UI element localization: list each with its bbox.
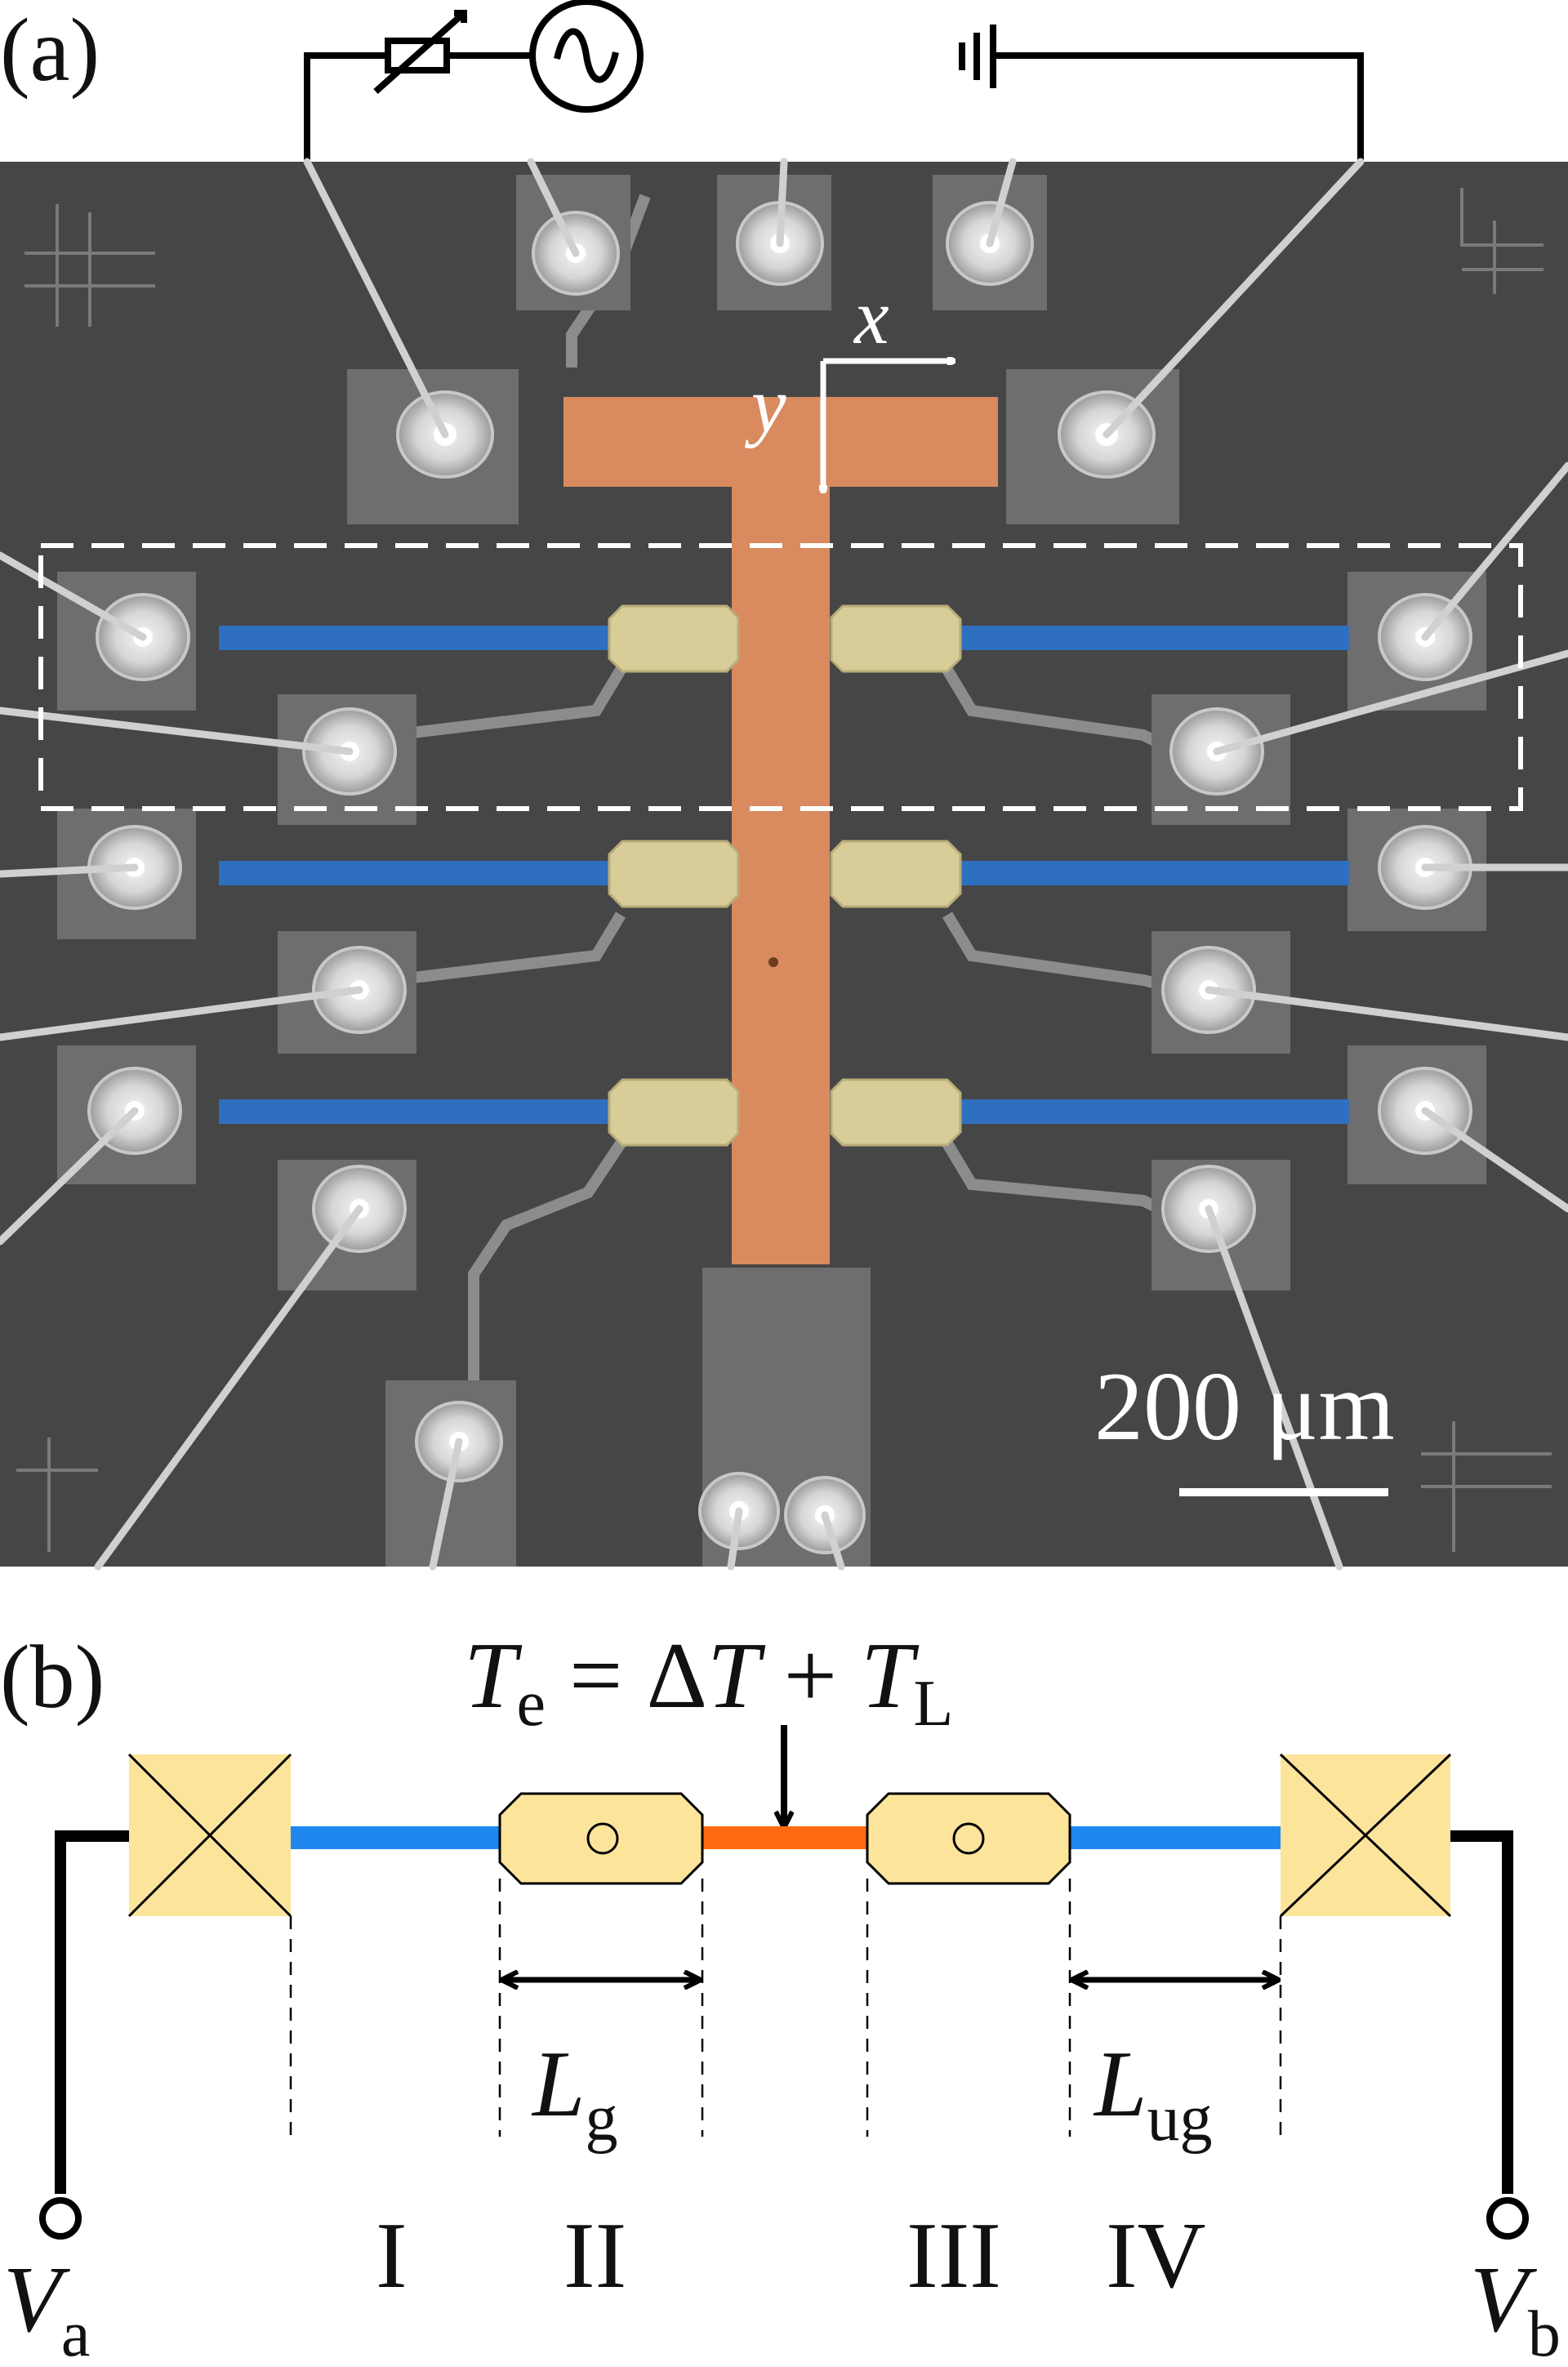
- axis-y-label: y: [744, 361, 786, 448]
- ground-wire: [993, 52, 1364, 160]
- panel-a-label: (a): [0, 0, 100, 100]
- scale-bar: [1179, 1488, 1388, 1496]
- scale-bar-label: 200 μm: [1094, 1352, 1395, 1460]
- axis-x-label: x: [853, 273, 889, 360]
- nanowires: [219, 626, 1349, 1124]
- region-2-label: II: [564, 2204, 626, 2308]
- length-gated-label: Lg: [531, 2032, 618, 2155]
- panel-b: (b) Te = ΔT + TL: [0, 1624, 1561, 2367]
- sine-wave-icon: [554, 28, 619, 83]
- gate-right-icon: [866, 1792, 1071, 1885]
- terminal-b-label: Vb: [1470, 2248, 1561, 2367]
- nanowire-left: [289, 1826, 501, 1849]
- heater-t-shape: [564, 397, 998, 1264]
- gate-contacts: [608, 604, 962, 1147]
- terminal-wires: [55, 1830, 1513, 2194]
- region-1-label: I: [376, 2204, 408, 2308]
- heated-section: [701, 1826, 867, 1849]
- gate-left-icon: [498, 1792, 704, 1885]
- terminal-a-label: Va: [3, 2248, 90, 2367]
- highlight-box: [38, 543, 1523, 811]
- terminal-a-icon: [39, 2197, 82, 2240]
- sem-image: x y 200 μm: [0, 158, 1568, 1571]
- variable-resistor-arrow: [373, 11, 466, 94]
- nanowire-right: [1067, 1826, 1285, 1849]
- ac-source-icon: [529, 0, 644, 113]
- panel-b-label: (b): [0, 1627, 105, 1727]
- region-dividers: [289, 1879, 1282, 2137]
- coordinate-axes: [823, 361, 954, 492]
- length-ungated-label: Lug: [1093, 2032, 1213, 2155]
- contact-left-icon: [127, 1753, 292, 1918]
- region-4-label: IV: [1106, 2204, 1205, 2308]
- contact-right-icon: [1279, 1753, 1452, 1918]
- terminal-b-icon: [1486, 2197, 1529, 2240]
- region-3-label: III: [906, 2204, 1001, 2308]
- panel-a: x y 200 μm (a): [0, 0, 1568, 1571]
- temperature-equation: Te = ΔT + TL: [464, 1624, 953, 1740]
- alignment-marks: [16, 188, 1552, 1552]
- top-circuit: [304, 0, 1364, 160]
- bond-wires: [0, 158, 1568, 1571]
